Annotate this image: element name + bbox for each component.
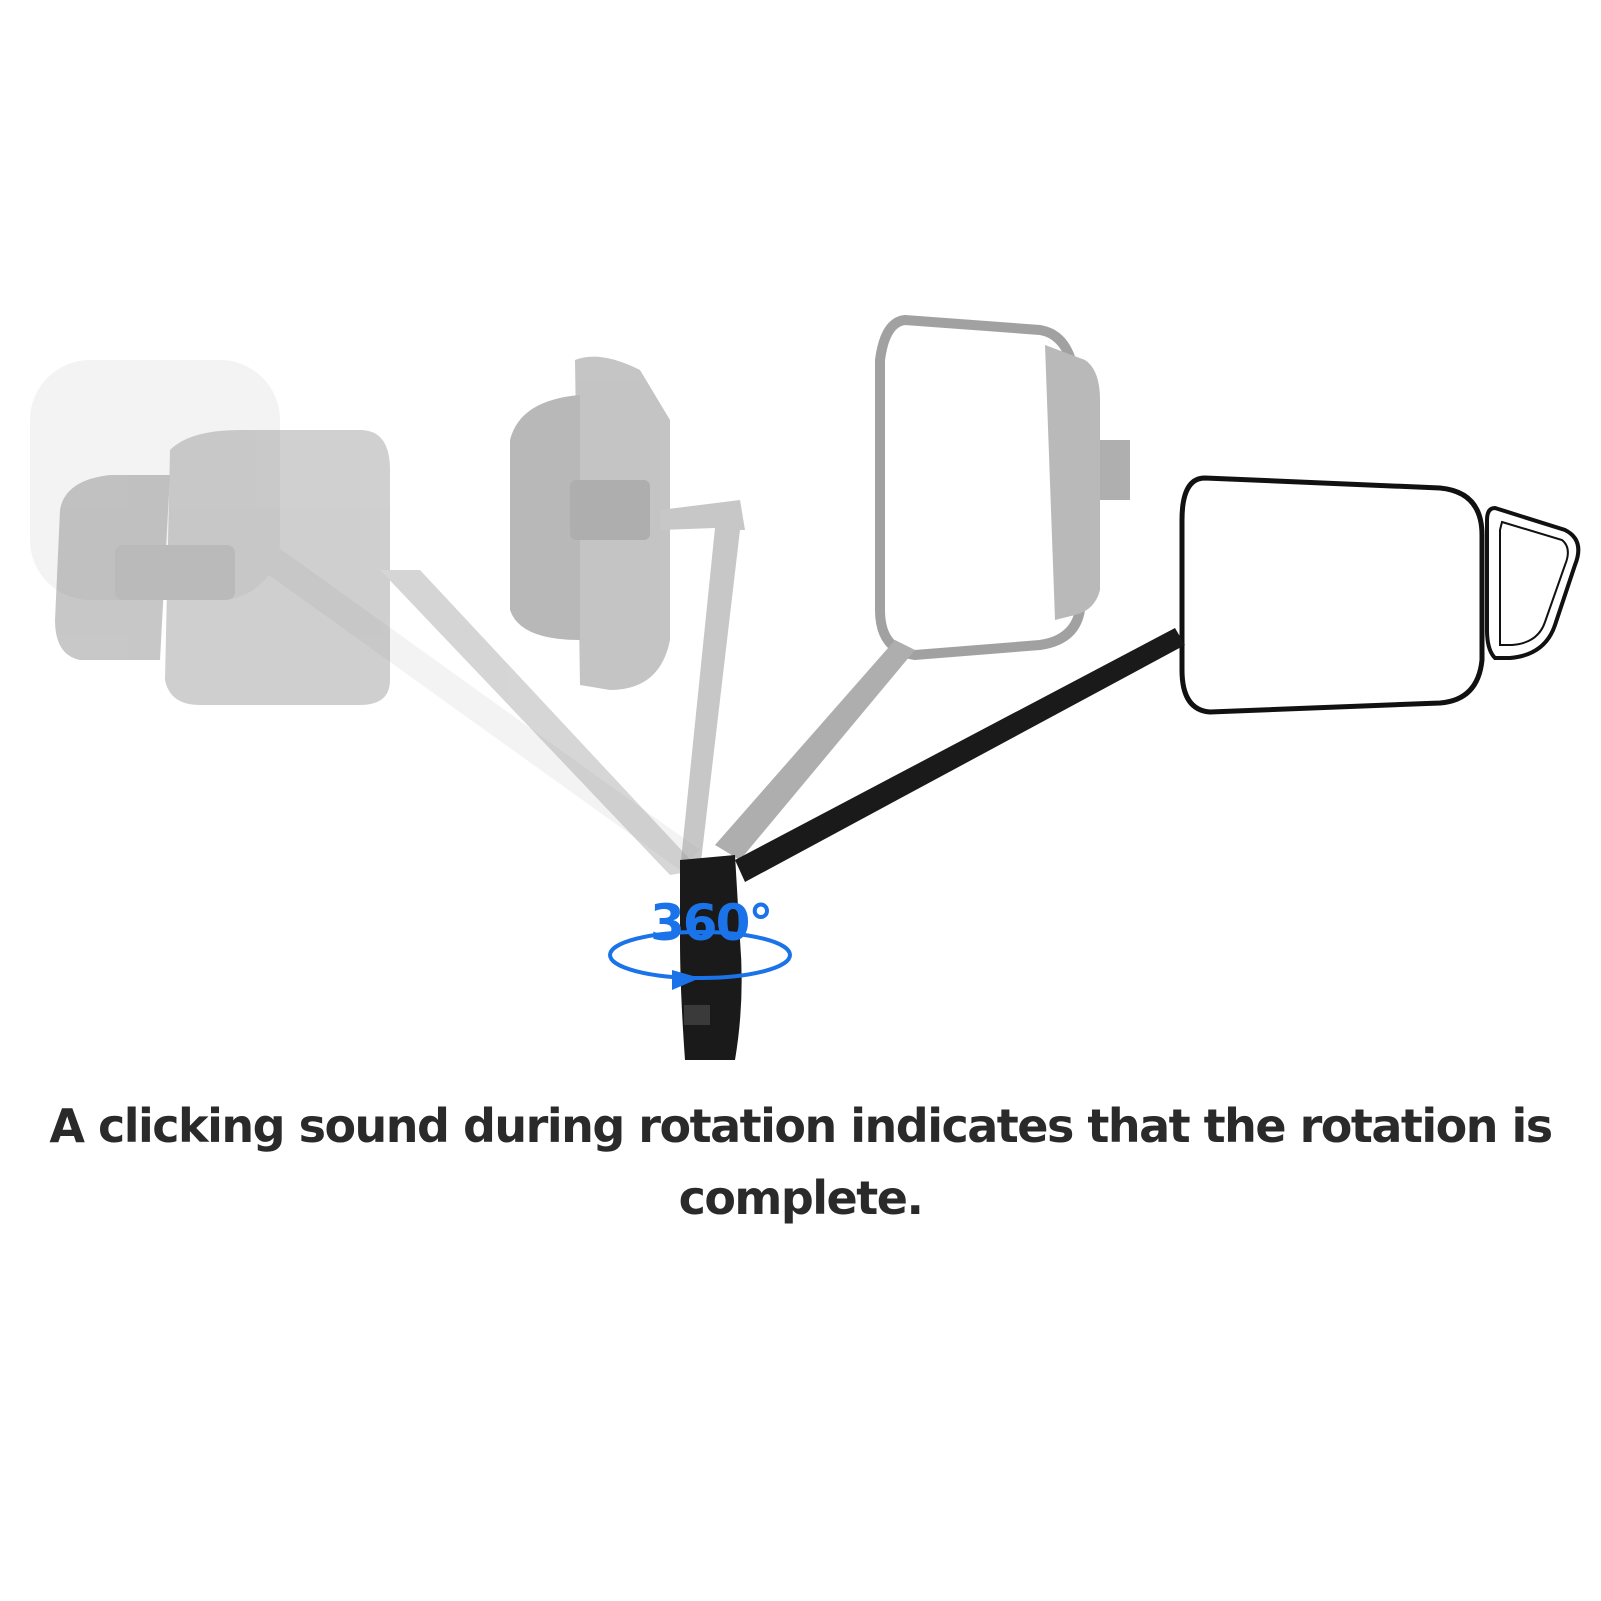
arrow-right-icon bbox=[672, 970, 700, 990]
mirror-ghost-3 bbox=[510, 356, 745, 870]
mirror-ghost-2 bbox=[55, 430, 700, 875]
mirror-final bbox=[735, 475, 1581, 882]
mirror-ghost-1 bbox=[30, 360, 700, 870]
mirror-mount bbox=[680, 855, 742, 1060]
rotation-indicator: 360° bbox=[608, 894, 792, 990]
caption: A clicking sound during rotation indicat… bbox=[30, 1090, 1571, 1234]
mirror-ghost-4 bbox=[715, 314, 1130, 860]
caption-line-1: A clicking sound during rotation indicat… bbox=[49, 1099, 1553, 1153]
caption-line-2: complete. bbox=[678, 1171, 924, 1225]
rotation-label: 360° bbox=[650, 894, 771, 952]
